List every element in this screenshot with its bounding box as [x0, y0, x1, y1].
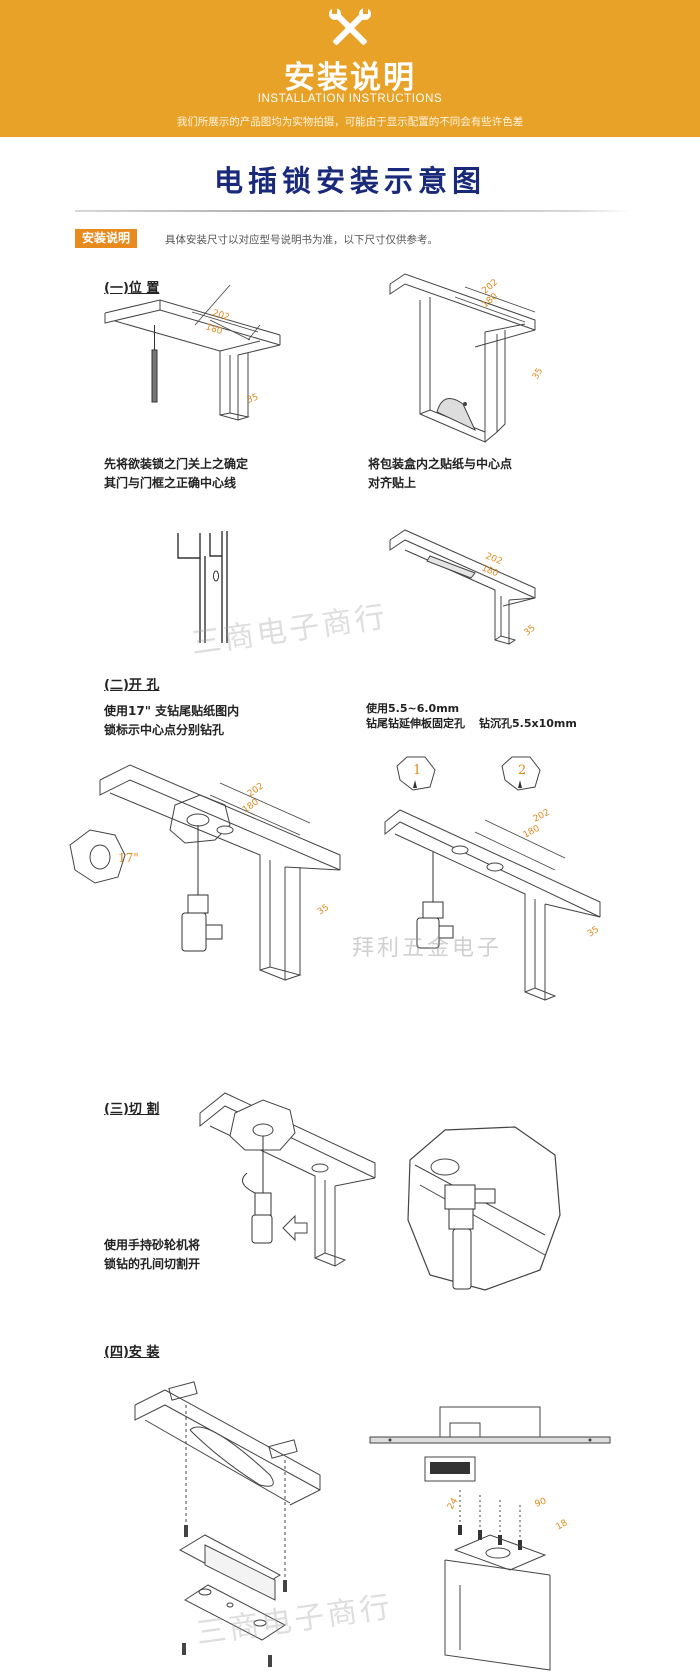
divider — [75, 210, 630, 212]
figure-cutting-left — [199, 1092, 376, 1267]
step-4-title: (四)安 装 — [104, 1345, 160, 1360]
watermark-2: 拜利五金电子 — [352, 936, 503, 961]
figure-install-right: 24 90 18 — [369, 1406, 611, 1671]
banner-title: 安装说明 — [284, 60, 416, 96]
dim-180-label-5: 180 — [522, 824, 542, 841]
banner-subtitle: INSTALLATION INSTRUCTIONS — [257, 93, 443, 105]
banner-note: 我们所展示的产品图均为实物拍摄，可能由于显示配置的不同会有些许色差 — [176, 116, 524, 128]
figure-cutting-zoom — [407, 1126, 561, 1291]
page-title: 电插锁安装示意图 — [213, 164, 486, 198]
section-note: 具体安装尺寸以对应型号说明书为准，以下尺寸仅供参考。 — [165, 234, 438, 246]
step-1-title: (一)位 置 — [104, 281, 160, 296]
dim-35-label-4: 35 — [316, 903, 331, 918]
dim-18-label: 18 — [555, 1518, 570, 1533]
dim-202-label-5: 202 — [532, 808, 552, 825]
dim-202-label: 202 — [211, 308, 230, 323]
dim-24-label: 24 — [446, 1496, 461, 1511]
figure-frame-top: 202 180 35 — [389, 529, 538, 645]
figure-position-frame: 202 180 35 — [104, 284, 281, 421]
step-2-title: (二)开 孔 — [104, 678, 160, 693]
step-badge-1: 1 — [413, 763, 421, 778]
figure-sticker-frame: 202 180 35 — [389, 273, 545, 443]
step-3-desc: 使用手持砂轮机将 锁钻的孔间切割开 — [104, 1238, 201, 1271]
step-badge-2: 2 — [518, 763, 526, 778]
dim-35-label: 35 — [246, 393, 260, 406]
step-1-desc-left: 先将欲装锁之门关上之确定 其门与门框之正确中心线 — [104, 457, 249, 490]
dim-35-label-2: 35 — [531, 367, 545, 382]
figure-cross-section — [177, 531, 228, 643]
section-tag: 安装说明 — [75, 229, 138, 248]
figure-install-left — [134, 1381, 321, 1667]
dim-180-label-2: 180 — [481, 291, 501, 310]
dim-35-label-5: 35 — [586, 925, 601, 940]
header-banner: 安装说明 INSTALLATION INSTRUCTIONS 我们所展示的产品图… — [0, 0, 700, 137]
step-3-title: (三)切 割 — [104, 1102, 160, 1117]
dim-35-label-3: 35 — [523, 623, 538, 638]
step-2-desc-right: 使用5.5~6.0mm 钻尾钻延伸板固定孔 钻沉孔5.5x10mm — [366, 702, 577, 730]
dim-202-label-4: 202 — [246, 781, 266, 799]
step-2-desc-left: 使用17" 支钻尾贴纸图内 锁标示中心点分别钻孔 — [104, 704, 240, 737]
step-1-desc-right: 将包装盒内之贴纸与中心点 对齐贴上 — [368, 457, 513, 490]
figure-drilling-right: 1 2 202 180 35 — [384, 756, 601, 1001]
figure-drilling-left: 202 180 35 17" — [69, 764, 341, 981]
dim-180-label: 180 — [204, 322, 224, 337]
dim-90-label: 90 — [534, 1496, 548, 1509]
wrench-screwdriver-icon — [329, 8, 371, 45]
dim-17-label: 17" — [118, 851, 139, 865]
